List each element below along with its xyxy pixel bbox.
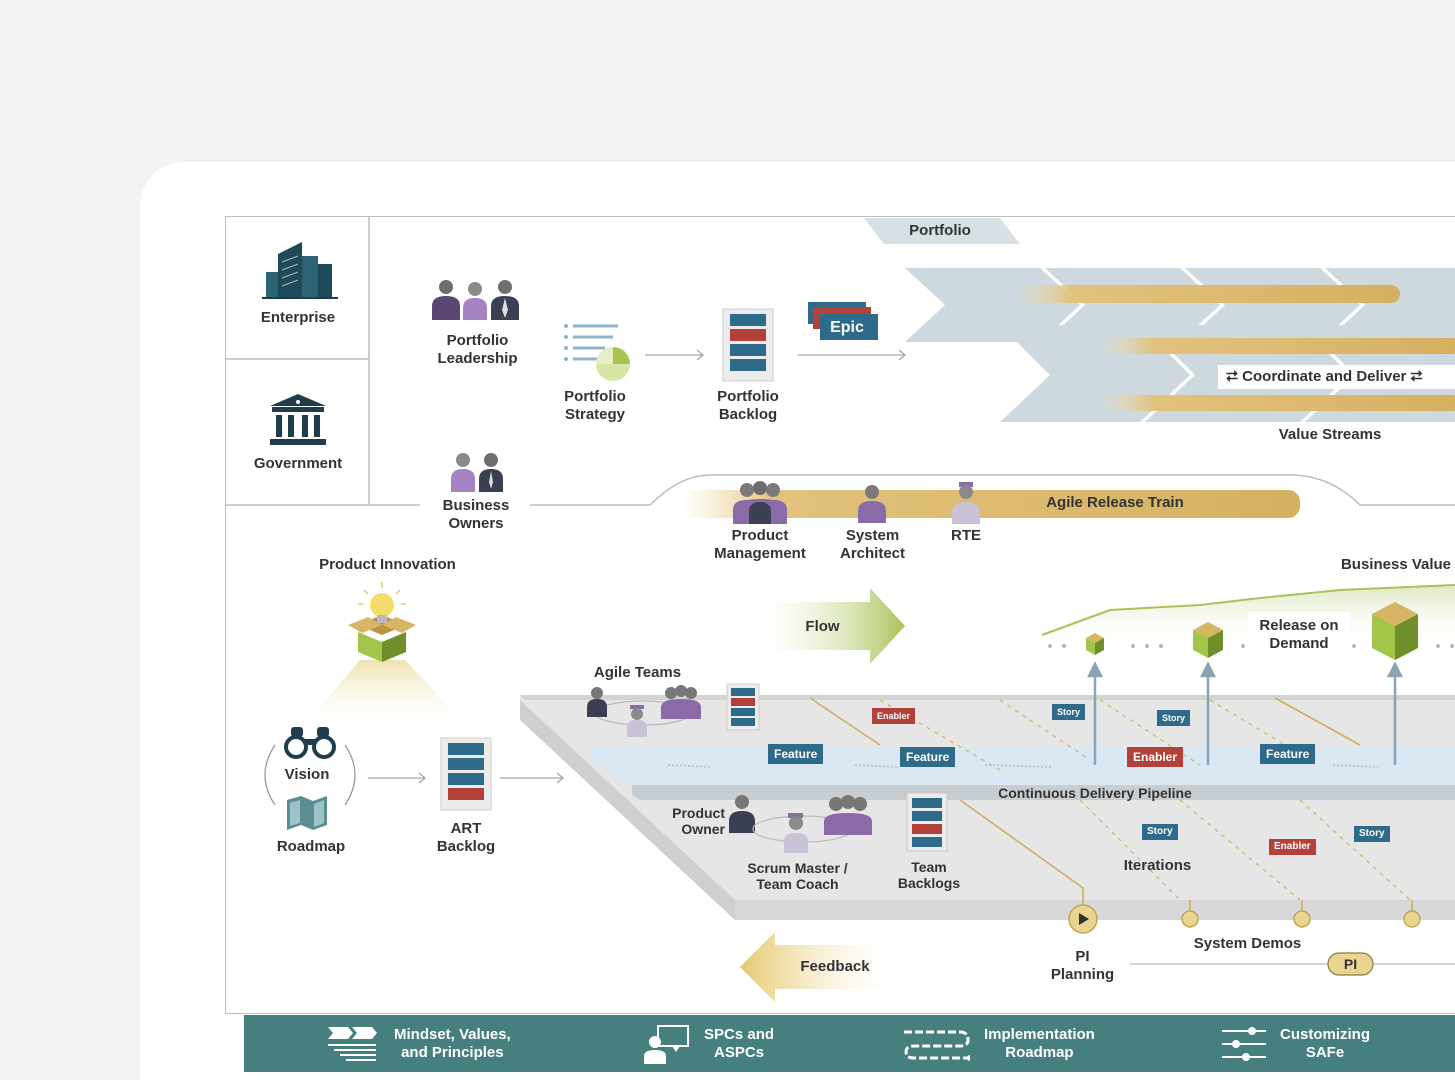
roadmap-label: Roadmap [276, 838, 346, 855]
business-value-label: Business Value [1340, 556, 1452, 573]
story-tag: Story [1052, 704, 1086, 720]
feedback-label: Feedback [800, 958, 870, 975]
spc-trainer-icon [644, 1024, 689, 1064]
portfolio-leadership-icon [432, 280, 519, 320]
pi-badge: PI [1343, 956, 1358, 972]
art-backlog-icon [440, 737, 492, 811]
epic-label: Epic [830, 319, 864, 336]
portfolio-banner: Portfolio [909, 222, 971, 239]
rte-label: RTE [951, 527, 981, 544]
agile-team-group-icon [587, 685, 701, 737]
story-tag: Story [1157, 710, 1191, 726]
footer-mindset-text: Mindset, Values,and Principles [394, 1025, 511, 1061]
portfolio-backlog-icon [722, 308, 774, 382]
rte-icon [952, 482, 980, 524]
coordinate-deliver-band [1218, 365, 1455, 389]
system-architect-icon [858, 485, 886, 523]
feature-tag: Feature [1260, 744, 1316, 764]
vision-label: Vision [284, 766, 330, 783]
agile-team-backlog-icon [726, 683, 760, 731]
continuous-delivery-pipeline-label: Continuous Delivery Pipeline [998, 785, 1192, 801]
sync-icon: ⮂ [1406, 368, 1423, 385]
government-label: Government [253, 455, 343, 472]
release-cube-small [1086, 633, 1104, 655]
epic-cards-icon [808, 302, 878, 340]
value-streams-label: Value Streams [1278, 426, 1382, 443]
enterprise-building-icon [262, 242, 338, 299]
feature-tag: Feature [900, 747, 956, 767]
enabler-tag: Enabler [1269, 839, 1316, 855]
enabler-tag: Enabler [872, 708, 916, 724]
agile-teams-label: Agile Teams [593, 664, 682, 681]
safe-diagram-frame [225, 216, 1455, 1014]
agile-release-train-label: Agile Release Train [1046, 494, 1184, 511]
sliders-icon [1222, 1026, 1266, 1061]
footer-mindset-link[interactable]: Mindset, Values,and Principles [326, 1015, 511, 1072]
feature-tag: Feature [768, 744, 824, 764]
business-owners-icon [451, 453, 503, 492]
story-tag: Story [1142, 824, 1178, 840]
binoculars-icon [284, 727, 336, 759]
scrum-team-icon [729, 795, 872, 853]
product-innovation-label: Product Innovation [319, 556, 456, 573]
iterations-label: Iterations [1123, 857, 1192, 874]
portfolio-strategy-icon [564, 324, 630, 381]
scrum-master-label: Scrum Master /Team Coach [747, 860, 848, 892]
enabler-tag: Enabler [1127, 747, 1184, 767]
sync-icon: ⮂ [1226, 368, 1243, 385]
mindset-icon [328, 1026, 377, 1061]
story-tag: Story [1354, 826, 1390, 842]
flow-label: Flow [805, 618, 840, 635]
implementation-roadmap-icon [904, 1030, 970, 1061]
enterprise-label: Enterprise [260, 309, 336, 326]
system-demos-label: System Demos [1193, 935, 1302, 952]
map-icon [287, 796, 327, 830]
product-management-icon [733, 481, 787, 524]
coordinate-deliver-label: ⮂ Coordinate and Deliver ⮂ [1226, 368, 1423, 385]
team-backlogs-icon [906, 792, 948, 852]
government-building-icon [270, 394, 326, 445]
